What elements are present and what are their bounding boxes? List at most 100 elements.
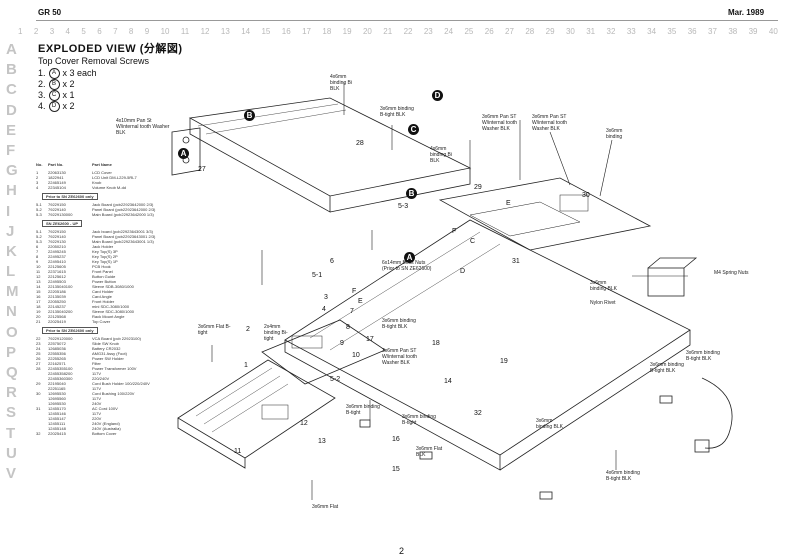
callout-9: 9	[340, 340, 344, 347]
front-panel	[177, 359, 336, 469]
screw-label: 3x6mm binding BLK	[536, 418, 563, 430]
callout-21: 28	[356, 140, 364, 147]
marker-e: E	[506, 200, 511, 207]
screw-label: Nylon Rivet	[590, 300, 616, 306]
screw-label: 3x6mm binding BLK	[590, 280, 617, 292]
callout-25: 32	[474, 410, 482, 417]
callout-19: 19	[500, 358, 508, 365]
parts-section-label: Prior to SN ZE62600 only	[42, 327, 98, 334]
parts-section-label: Prior to SN ZE62600 only	[42, 193, 98, 200]
callout-2: 2	[246, 326, 250, 333]
callout-18: 18	[432, 340, 440, 347]
marker-b: B	[406, 188, 417, 199]
screw-section-heading: Top Cover Removal Screws	[38, 56, 150, 66]
page-title: EXPLODED VIEW (分解図)	[38, 43, 183, 55]
callout-4: 4	[322, 306, 326, 313]
callout-5-2: 5-2	[330, 376, 341, 383]
callout-6: 6	[330, 258, 334, 265]
transformer	[647, 257, 698, 297]
screw-label: 4x6mm binding B-tight BLK	[606, 470, 640, 482]
callout-8: 8	[346, 324, 350, 331]
top-cover	[188, 97, 472, 213]
screw-label: 3x6mm Pan ST W/internal tooth Washer BLK	[382, 348, 418, 366]
feet	[359, 395, 673, 500]
screw-label: 3x6mm Flat B-tight	[198, 324, 231, 336]
screw-label: 3x6mm Flat	[312, 504, 339, 510]
bottom-chassis	[284, 219, 691, 471]
model-name: GR 50	[38, 8, 62, 17]
callout-7: 7	[350, 308, 354, 315]
callout-22: 29	[474, 184, 482, 191]
screw-label: 3x6mm binding B-tight	[402, 414, 436, 426]
marker-f-small: F	[352, 288, 357, 295]
parts-section-label: SN ZE62600 - UP	[42, 220, 83, 227]
screw-label: 4x10mm Pan St W/internal tooth Washer BL…	[116, 118, 170, 136]
document-date: Mar. 1989	[728, 8, 765, 17]
marker-c: C	[408, 124, 419, 135]
callout-17: 17	[366, 336, 374, 343]
callout-14: 14	[444, 378, 452, 385]
callout-11: 11	[234, 448, 242, 455]
screw-stems	[211, 82, 688, 500]
callout-13: 13	[318, 438, 326, 445]
screw-label: 3x6mm binding B-tight BLK	[382, 318, 416, 330]
callout-16: 16	[392, 436, 400, 443]
screw-label: 3x6mm binding B-tight BLK	[650, 362, 684, 374]
header-rule	[36, 20, 778, 21]
marker-a: A	[404, 252, 415, 263]
screw-label: 3x6mm Flat BLK	[416, 446, 443, 458]
callout-23: 30	[582, 192, 590, 199]
callout-5-1: 5-1	[312, 272, 323, 279]
marker-c-small: C	[470, 238, 476, 245]
callout-12: 12	[300, 420, 308, 427]
screw-label: 2x4mm binding Bi-tight	[264, 324, 288, 342]
marker-d-small: D	[460, 268, 466, 275]
screw-label: 3x6mm Pan ST W/internal tooth Washer BLK	[532, 114, 568, 132]
screw-label: 4x6mm binding Bi BLK	[330, 74, 352, 92]
screw-label: 3x6mm binding	[606, 128, 623, 140]
